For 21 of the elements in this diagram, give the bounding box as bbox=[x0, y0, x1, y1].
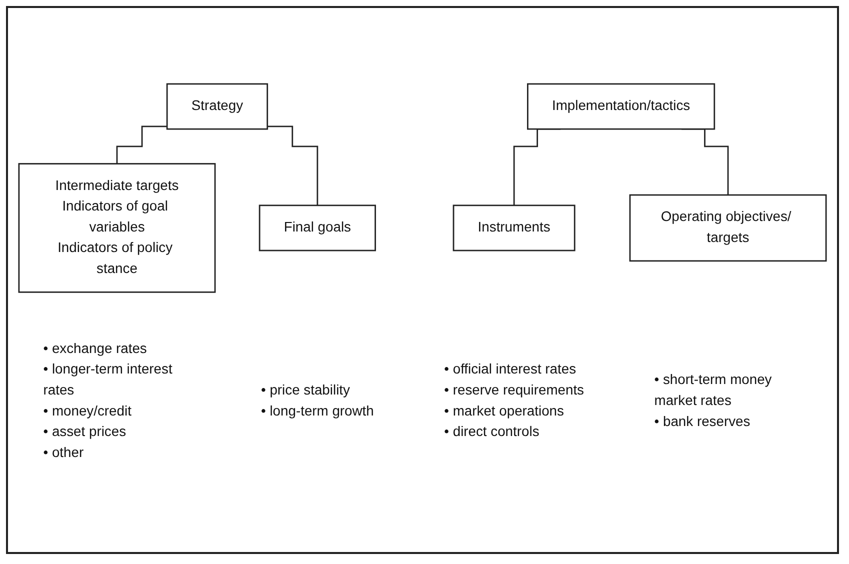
node-label: • price stability bbox=[261, 383, 350, 398]
node-label: • official interest rates bbox=[444, 362, 576, 378]
connector bbox=[116, 126, 168, 164]
node-label: • exchange rates bbox=[43, 342, 147, 356]
node-label: • reserve requirements bbox=[444, 383, 584, 398]
node-label: • short-term money market rates bbox=[654, 372, 772, 408]
node-box: Strategy bbox=[166, 83, 268, 130]
node-box: Intermediate targets Indicators of goal variables Indicators of policy stance bbox=[18, 163, 216, 293]
node-box: Instruments bbox=[452, 204, 576, 252]
node-label: • direct controls bbox=[444, 424, 540, 440]
node-label: • money/credit bbox=[43, 404, 132, 419]
node-label: • market operations bbox=[444, 404, 564, 419]
node-box: Implementation/tactics bbox=[527, 83, 716, 130]
node-label: • bank reserves bbox=[654, 414, 750, 430]
connector bbox=[267, 126, 318, 206]
node-label: • longer-term interest rates bbox=[43, 362, 172, 398]
node-label: • asset prices bbox=[43, 424, 126, 440]
node-box: Operating objectives/ targets bbox=[629, 194, 827, 262]
node-label: • other bbox=[43, 446, 84, 460]
node-box: Final goals bbox=[258, 204, 376, 252]
node-label: • long-term growth bbox=[261, 404, 374, 419]
